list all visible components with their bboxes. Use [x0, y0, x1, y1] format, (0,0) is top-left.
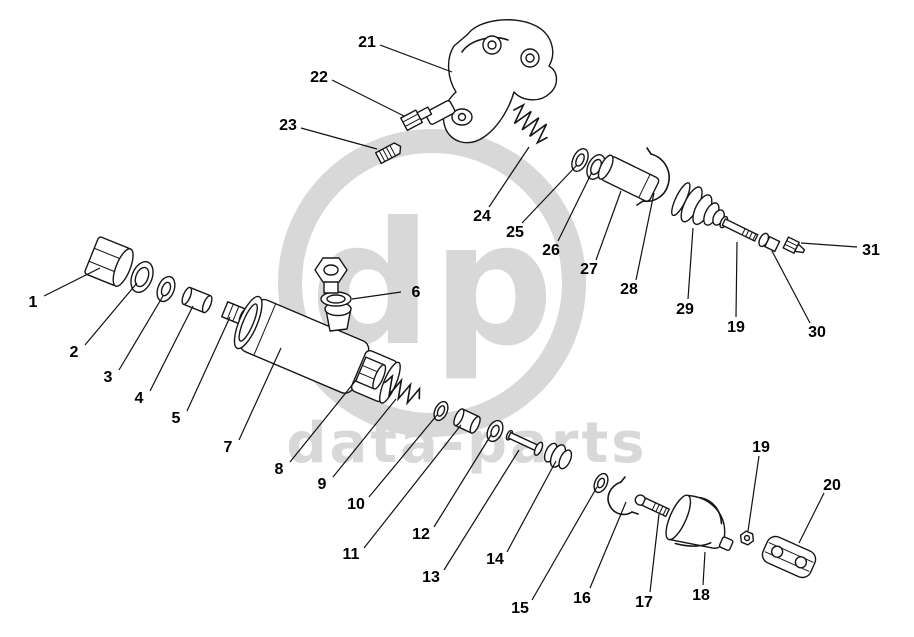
part-valve-boss [424, 100, 456, 125]
callout-label-18-17: 18 [692, 587, 710, 604]
callout-line-6-5 [351, 291, 402, 300]
callout-label-8-7: 8 [275, 461, 284, 478]
part-gland-8 [355, 356, 387, 390]
callout-line-13-12 [443, 449, 520, 571]
part-rod-19-top [719, 215, 759, 242]
part-mounting-bracket [442, 19, 558, 144]
callout-label-14-13: 14 [486, 551, 504, 568]
callout-label-6-5: 6 [412, 284, 421, 301]
callout-line-11-10 [363, 424, 462, 549]
part-washer-2 [130, 260, 154, 294]
part-spring-9 [384, 374, 421, 406]
callout-label-3-2: 3 [104, 369, 113, 386]
callout-line-1-0 [43, 267, 101, 297]
part-piston-11 [453, 408, 481, 434]
callout-label-22-21: 22 [310, 69, 328, 86]
callout-label-19-18: 19 [752, 439, 770, 456]
callout-line-21-20 [379, 44, 453, 73]
part-pushrod-17 [634, 494, 670, 518]
callout-label-29-28: 29 [676, 301, 694, 318]
part-nut-19-bottom [739, 530, 755, 546]
callout-label-12-11: 12 [412, 526, 430, 543]
callout-label-27-26: 27 [580, 261, 598, 278]
callout-label-4-3: 4 [135, 390, 144, 407]
part-end-fitting-31 [782, 236, 806, 254]
callout-label-7-6: 7 [224, 439, 233, 456]
callout-line-18-17 [702, 551, 706, 586]
part-spring-24 [513, 103, 548, 145]
callout-line-5-4 [186, 316, 231, 412]
callout-line-3-2 [118, 295, 164, 371]
part-seal-3 [156, 275, 176, 303]
callout-line-9-8 [332, 398, 397, 478]
callout-line-4-3 [149, 305, 194, 392]
part-bleed-plug-23 [375, 142, 402, 165]
watermark-ring [278, 129, 586, 437]
callout-line-17-16 [649, 513, 660, 593]
part-joint-30 [758, 232, 781, 253]
part-washer-15 [593, 472, 609, 494]
part-boot-18 [665, 494, 734, 552]
callout-line-14-13 [506, 460, 557, 553]
callout-label-9-8: 9 [318, 476, 327, 493]
part-fitting-22 [400, 106, 433, 132]
callout-label-30-30: 30 [808, 324, 826, 341]
part-clevis-20 [761, 535, 817, 579]
callout-label-24-23: 24 [473, 208, 491, 225]
callout-label-20-19: 20 [823, 477, 841, 494]
callout-line-8-7 [289, 378, 358, 463]
callout-label-25-24: 25 [506, 224, 524, 241]
callout-line-29-28 [687, 227, 694, 300]
part-circlip-16 [607, 476, 639, 516]
callout-label-23-22: 23 [279, 117, 297, 134]
callout-label-1-0: 1 [29, 294, 38, 311]
callout-line-2-1 [84, 282, 138, 346]
callout-line-26-25 [557, 171, 593, 242]
callout-label-5-4: 5 [172, 410, 181, 427]
callout-line-20-19 [798, 492, 825, 544]
part-sleeve-27 [597, 154, 660, 202]
callout-label-2-1: 2 [70, 344, 79, 361]
callout-line-10-9 [368, 414, 438, 498]
part-filler-cap-nut [314, 257, 348, 294]
part-boot-29 [671, 182, 725, 226]
part-filler-port [324, 301, 352, 332]
callout-line-15-14 [531, 486, 598, 601]
callout-label-17-16: 17 [635, 594, 653, 611]
callout-label-21-20: 21 [358, 34, 376, 51]
callout-line-19-18 [747, 455, 760, 532]
callout-label-28-27: 28 [620, 281, 638, 298]
callout-label-10-9: 10 [347, 496, 365, 513]
callout-line-23-22 [300, 127, 378, 150]
callout-label-11-10: 11 [343, 546, 360, 563]
callout-label-31-31: 31 [862, 242, 880, 259]
part-spacer-4 [181, 286, 213, 314]
callout-label-16-15: 16 [573, 590, 591, 607]
callout-line-7-6 [238, 347, 282, 441]
part-rod-13 [505, 429, 544, 456]
part-cap-1 [84, 236, 134, 287]
callout-label-19-29: 19 [727, 319, 745, 336]
callout-line-31-31 [800, 242, 858, 248]
callout-line-19-29 [735, 241, 738, 318]
callout-line-27-26 [595, 190, 622, 261]
callout-line-12-11 [433, 434, 492, 528]
callout-line-24-23 [488, 146, 530, 208]
callout-label-26-25: 26 [542, 242, 560, 259]
part-gasket-6 [320, 291, 352, 307]
part-washer-10 [433, 400, 449, 422]
callout-line-30-30 [771, 250, 811, 324]
part-cup-12 [486, 419, 504, 443]
callout-line-22-21 [331, 79, 405, 117]
callout-line-16-15 [589, 501, 627, 589]
callout-line-28-27 [635, 192, 655, 281]
callout-line-25-24 [521, 164, 578, 224]
callout-label-15-14: 15 [511, 600, 529, 617]
callout-label-13-12: 13 [422, 569, 440, 586]
